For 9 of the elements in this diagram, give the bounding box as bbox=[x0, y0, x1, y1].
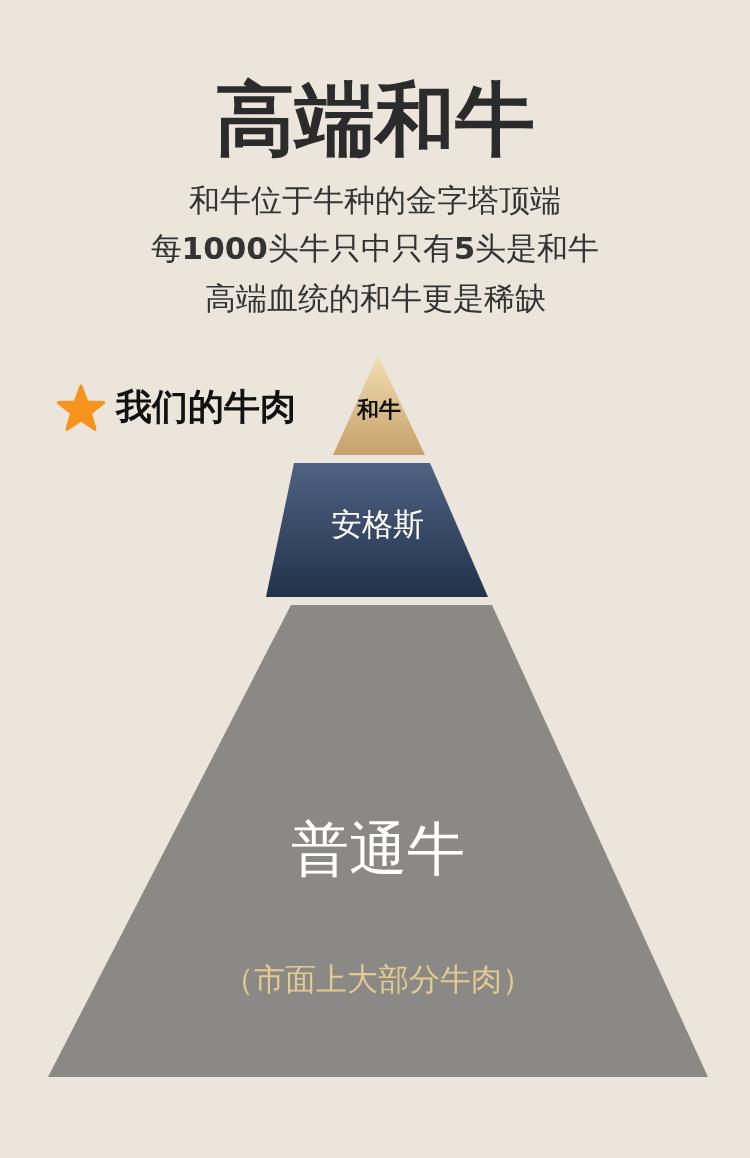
tier-name: 和牛 bbox=[356, 396, 402, 424]
subtitle-line: 和牛位于牛种的金字塔顶端 bbox=[188, 181, 562, 220]
tier-note: （市面上大部分牛肉） bbox=[222, 961, 534, 999]
tier-name: 安格斯 bbox=[329, 506, 425, 544]
callout-text: 我们的牛肉 bbox=[116, 385, 296, 429]
subtitle-line: 高端血统的和牛更是稀缺 bbox=[203, 279, 547, 318]
tier-name: 普通牛 bbox=[290, 815, 466, 885]
subtitle-line: 每1000头牛只中只有5头是和牛 bbox=[149, 229, 601, 268]
title: 高端和牛 bbox=[214, 72, 536, 168]
